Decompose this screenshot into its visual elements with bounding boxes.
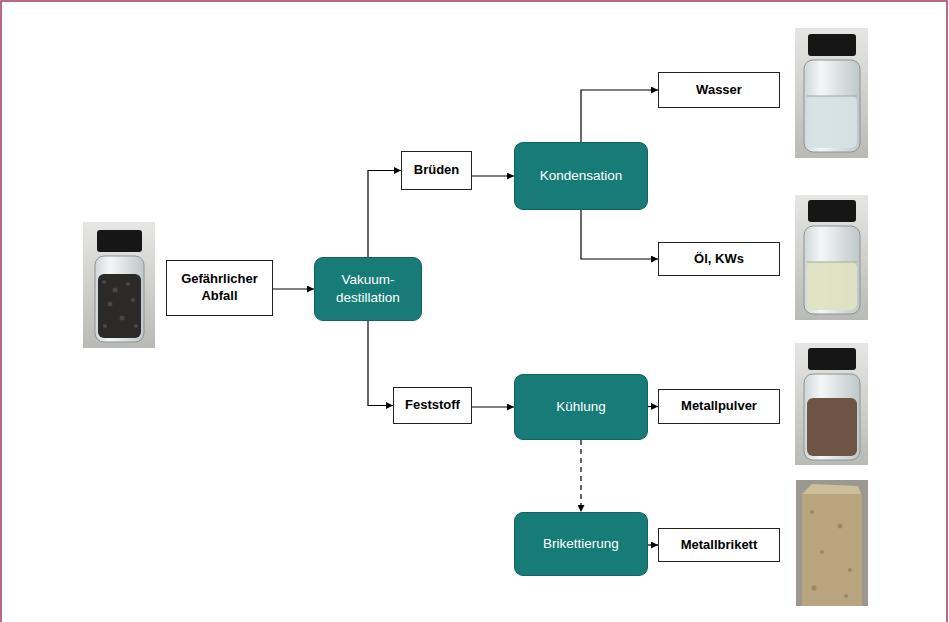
flow-arrow	[581, 210, 658, 259]
process-box: Vakuum- destillation	[314, 257, 422, 321]
stream-box: Feststoff	[393, 387, 472, 424]
process-box: Kühlung	[514, 374, 648, 440]
flow-arrow	[580, 440, 581, 512]
flow-arrow	[368, 321, 393, 406]
node-label: Gefährlicher Abfall	[173, 271, 266, 305]
stream-box: Brüden	[401, 151, 472, 190]
node-label: Kühlung	[556, 398, 606, 416]
flow-arrow	[648, 406, 658, 407]
node-label: Feststoff	[405, 397, 460, 414]
node-label: Öl, KWs	[694, 251, 744, 268]
metal-briquette-photo	[796, 480, 868, 606]
flow-arrow	[273, 288, 314, 289]
output-box: Öl, KWs	[658, 242, 780, 276]
flow-arrow	[368, 171, 401, 258]
waste-jar-photo	[83, 222, 155, 348]
flow-arrow	[581, 90, 658, 142]
process-box: Kondensation	[514, 142, 648, 210]
node-label: Vakuum- destillation	[321, 271, 415, 306]
flow-arrow	[472, 175, 514, 176]
node-label: Metallpulver	[681, 398, 757, 415]
oil-jar-photo	[795, 195, 868, 320]
output-box: Wasser	[658, 72, 780, 108]
water-jar-photo	[795, 28, 868, 158]
output-box: Metallpulver	[658, 389, 780, 424]
node-label: Kondensation	[540, 167, 623, 185]
process-box: Brikettierung	[514, 512, 648, 576]
node-label: Brikettierung	[543, 535, 619, 553]
input-box: Gefährlicher Abfall	[166, 260, 273, 316]
metal-powder-jar-photo	[795, 343, 868, 465]
node-label: Metallbrikett	[681, 537, 758, 554]
flow-arrow	[648, 544, 658, 545]
node-label: Wasser	[696, 82, 742, 99]
flow-arrow	[472, 406, 514, 407]
output-box: Metallbrikett	[658, 528, 780, 562]
node-label: Brüden	[414, 162, 460, 179]
